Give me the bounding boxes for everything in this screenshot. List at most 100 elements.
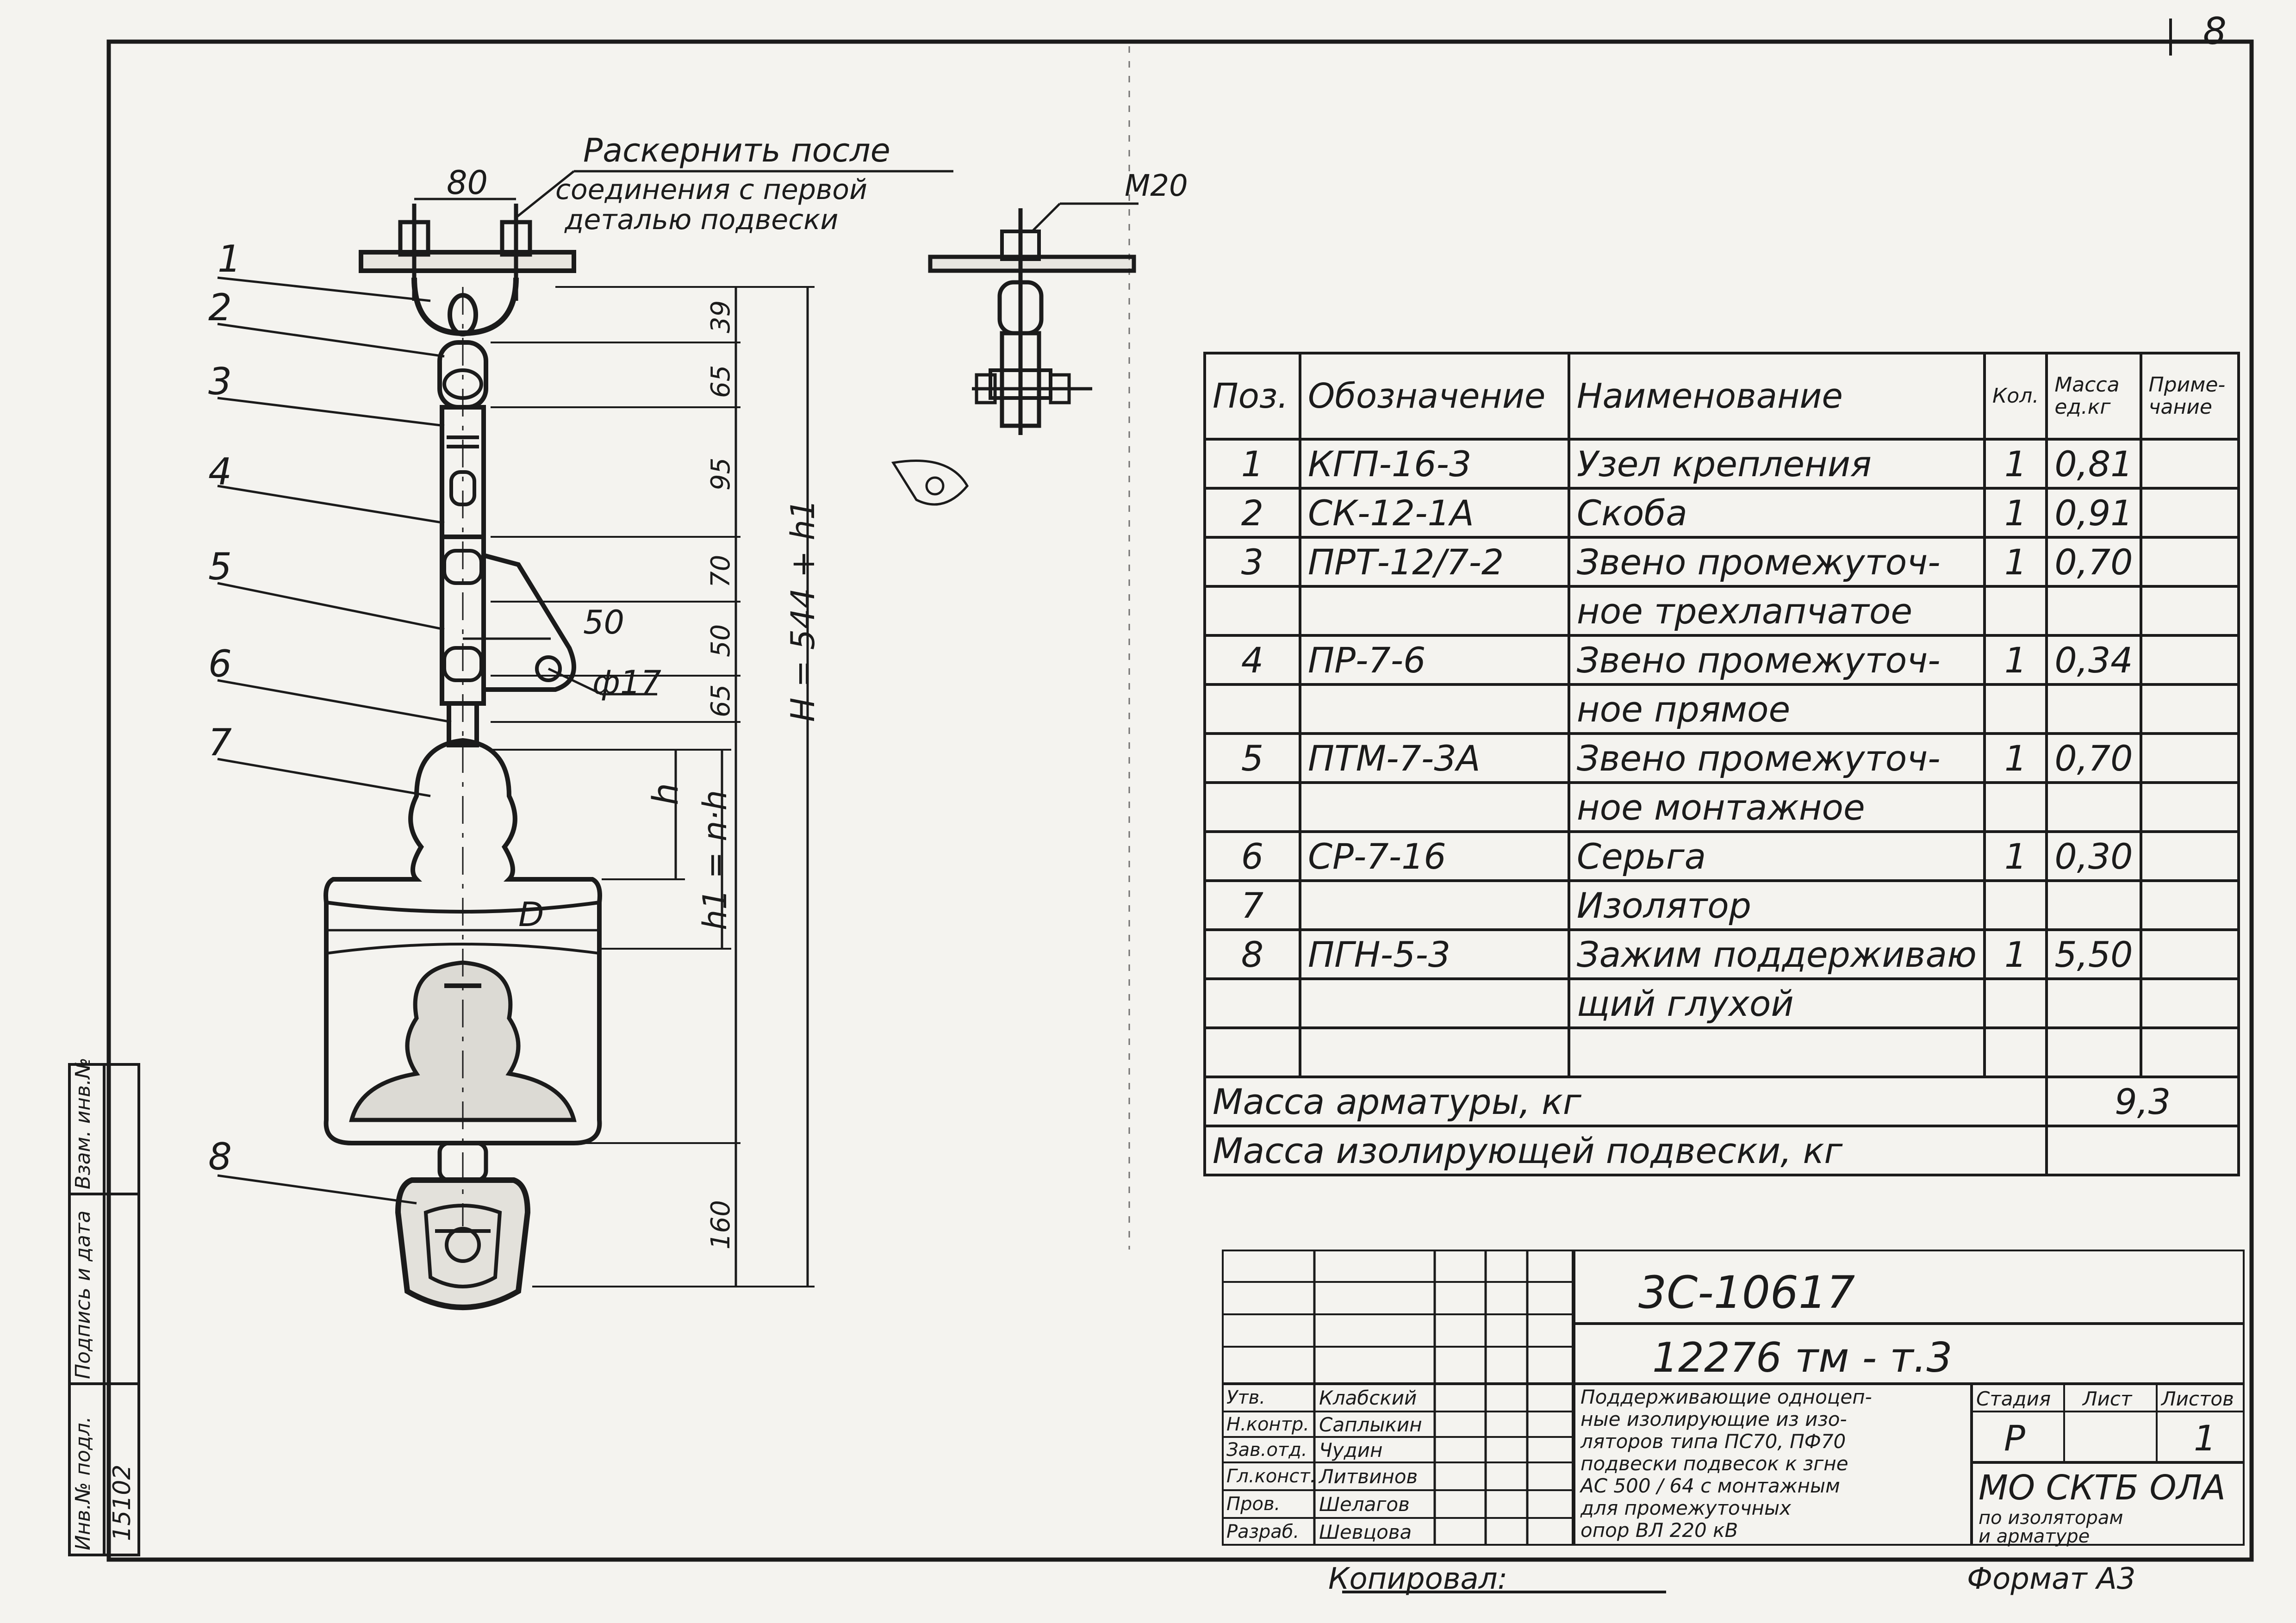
cell-name: Серьга <box>1567 830 1986 882</box>
position-label-2: 2 <box>208 286 232 329</box>
cell-mass: 0,70 <box>2045 732 2142 784</box>
cell-name: ное прямое <box>1567 683 1986 735</box>
cell-pos <box>1203 1026 1301 1078</box>
dim-d-label: D <box>518 895 544 934</box>
name-checked: Шелагов <box>1319 1493 1410 1516</box>
mass-fittings-value: 9,3 <box>2045 1076 2240 1127</box>
specification-table: Поз. Обозначение Наименование Кол. Масса… <box>1203 352 2240 1176</box>
cell-qty <box>1983 585 2048 637</box>
cell-name: Скоба <box>1567 487 1986 539</box>
cell-designation <box>1298 781 1570 833</box>
format-label: Формат А3 <box>1967 1562 2136 1596</box>
spec-header-row: Поз. Обозначение Наименование Кол. Масса… <box>1203 352 2240 441</box>
cell-qty: 1 <box>1983 928 2048 980</box>
description-line-4: подвески подвесок к згне <box>1580 1452 1848 1475</box>
cell-mass: 5,50 <box>2045 928 2142 980</box>
note-line-3: деталью подвески <box>565 204 839 236</box>
cell-qty <box>1983 977 2048 1029</box>
col-header-note: Приме-чание <box>2139 352 2240 441</box>
cell-qty <box>1983 1026 2048 1078</box>
cell-mass: 0,34 <box>2045 634 2142 686</box>
sheet-frame <box>106 39 2254 1562</box>
table-row: щий глухой <box>1203 977 2240 1029</box>
cell-note <box>2139 487 2240 539</box>
cell-pos: 1 <box>1203 438 1301 490</box>
cell-designation <box>1298 879 1570 931</box>
cell-pos: 5 <box>1203 732 1301 784</box>
cell-name: Звено промежуточ- <box>1567 536 1986 588</box>
dim-side-offset: 50 <box>583 603 625 641</box>
cell-note <box>2139 438 2240 490</box>
role-checked: Пров. <box>1226 1493 1281 1515</box>
position-label-4: 4 <box>208 450 232 493</box>
cell-mass: 0,30 <box>2045 830 2142 882</box>
cell-note <box>2139 928 2240 980</box>
table-row: ное монтажное <box>1203 781 2240 833</box>
position-label-3: 3 <box>208 360 232 403</box>
organization-sub-2: и арматуре <box>1979 1526 2090 1547</box>
description-line-6: для промежуточных <box>1580 1497 1791 1519</box>
table-row: ное трехлапчатое <box>1203 585 2240 637</box>
position-label-5: 5 <box>208 545 232 588</box>
position-label-8: 8 <box>208 1135 232 1178</box>
cell-name: Изолятор <box>1567 879 1986 931</box>
col-header-qty: Кол. <box>1983 352 2048 441</box>
cell-mass: 0,70 <box>2045 536 2142 588</box>
doc-number: 3С-10617 <box>1638 1267 1855 1318</box>
cell-qty: 1 <box>1983 487 2048 539</box>
cell-mass <box>2045 781 2142 833</box>
cell-qty: 1 <box>1983 438 2048 490</box>
description-line-5: АС 500 / 64 с монтажным <box>1580 1474 1840 1497</box>
col-header-mass: Масса ед.кг <box>2045 352 2142 441</box>
page-number: 8 <box>2203 10 2227 53</box>
name-approved: Клабский <box>1319 1387 1417 1409</box>
name-chief-designer: Литвинов <box>1319 1465 1418 1488</box>
cell-note <box>2139 879 2240 931</box>
cell-note <box>2139 634 2240 686</box>
mass-insulating-label: Масса изолирующей подвески, кг <box>1203 1125 2048 1176</box>
side-view-drawing <box>891 46 1139 1250</box>
cell-name: ное трехлапчатое <box>1567 585 1986 637</box>
mass-insulating-value <box>2045 1125 2240 1176</box>
description-line-2: ные изолирующие из изо- <box>1580 1408 1847 1430</box>
cell-qty: 1 <box>1983 634 2048 686</box>
cell-note <box>2139 781 2240 833</box>
table-row: ное прямое <box>1203 683 2240 735</box>
dim-top-width: 80 <box>447 164 488 202</box>
cell-name: щий глухой <box>1567 977 1986 1029</box>
name-dept-head: Чудин <box>1319 1439 1383 1461</box>
cell-pos: 4 <box>1203 634 1301 686</box>
cell-note <box>2139 830 2240 882</box>
cell-qty <box>1983 781 2048 833</box>
note-line-2: соединения с первой <box>555 174 867 206</box>
cell-pos <box>1203 781 1301 833</box>
cell-note <box>2139 732 2240 784</box>
description-line-7: опор ВЛ 220 кВ <box>1580 1519 1738 1542</box>
margin-label-inventory: Инв.№ подл. <box>71 1416 95 1550</box>
cell-designation <box>1298 585 1570 637</box>
dim-h-label: h <box>645 783 686 805</box>
cell-name: ное монтажное <box>1567 781 1986 833</box>
role-developed: Разраб. <box>1226 1521 1300 1542</box>
dim-h1-label: h1 = n·h <box>696 790 734 930</box>
cell-qty <box>1983 879 2048 931</box>
role-dept-head: Зав.отд. <box>1226 1439 1307 1461</box>
cell-designation <box>1298 977 1570 1029</box>
cell-pos: 3 <box>1203 536 1301 588</box>
cell-mass <box>2045 683 2142 735</box>
dim-segment-160: 160 <box>706 1200 736 1250</box>
title-block: 3С-10617 12276 тм - т.3 Утв. Н.контр. За… <box>1222 1250 2245 1546</box>
organization-sub-1: по изоляторам <box>1979 1507 2123 1529</box>
cell-name: Звено промежуточ- <box>1567 732 1986 784</box>
position-label-6: 6 <box>208 642 232 685</box>
organization-name: МО СКТБ ОЛА <box>1979 1468 2226 1508</box>
margin-label-replaced: Взам. инв.№ <box>71 1057 95 1189</box>
cell-designation: ПТМ-7-3А <box>1298 732 1570 784</box>
cell-name <box>1567 1026 1986 1078</box>
